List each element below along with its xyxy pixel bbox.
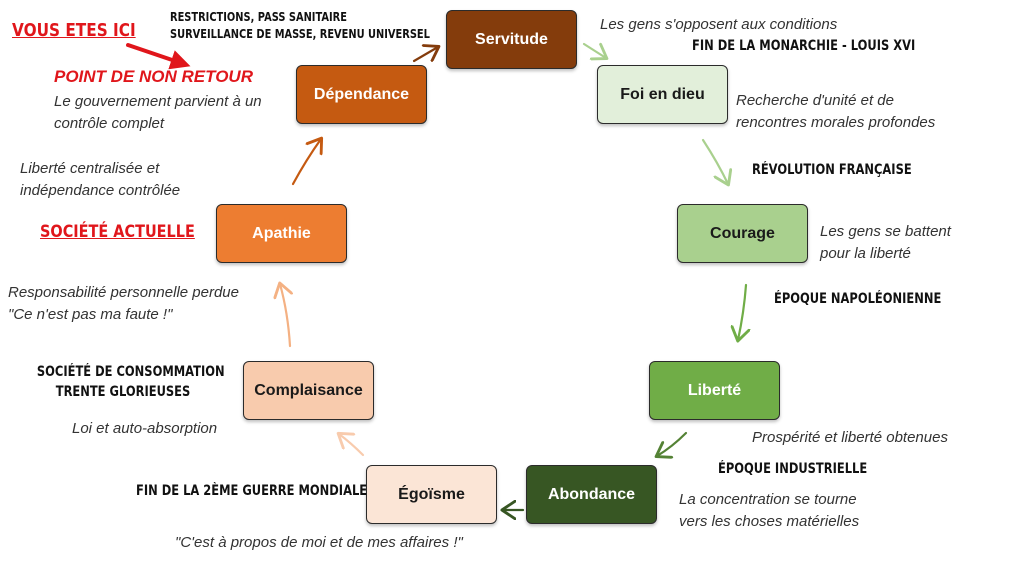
courage-description: Les gens se battent pour la liberté [820,221,951,265]
node-courage-label: Courage [710,224,775,242]
arrow-liberte-to-abondance [657,431,688,456]
top-conditions-line-2: SURVEILLANCE DE MASSE, REVENU UNIVERSEL [170,27,430,41]
complaisance-era-line-1: SOCIÉTÉ DE CONSOMMATION [36,364,225,380]
foi-description-line-1: Recherche d'unité et de [736,92,894,109]
complaisance-era: SOCIÉTÉ DE CONSOMMATION TRENTE GLORIEUSE… [36,362,225,402]
apathie-description-line-2: "Ce n'est pas ma faute !" [8,306,173,323]
apathie-secondary-line-1: Liberté centralisée et [20,160,160,177]
point-de-non-retour-label: POINT DE NON RETOUR [54,67,253,86]
arrow-servitude-to-foi [582,44,606,58]
servitude-era: FIN DE LA MONARCHIE - LOUIS XVI [692,38,916,54]
dependance-description-line-2: contrôle complet [54,115,165,132]
node-liberte: Liberté [649,361,780,420]
foi-era: RÉVOLUTION FRANÇAISE [752,162,912,178]
courage-description-line-1: Les gens se battent [820,223,951,240]
node-servitude: Servitude [446,10,577,69]
societe-actuelle-label: SOCIÉTÉ ACTUELLE [40,222,195,242]
node-abondance: Abondance [526,465,657,524]
abondance-description: La concentration se tourne vers les chos… [679,489,859,533]
node-dependance: Dépendance [296,65,427,124]
node-servitude-label: Servitude [475,30,548,48]
vous-etes-ici-label: VOUS ETES ICI [12,20,136,41]
node-courage: Courage [677,204,808,263]
complaisance-description: Loi et auto-absorption [72,420,218,437]
arrow-courage-to-liberte [738,283,746,340]
node-abondance-label: Abondance [547,485,636,503]
arrow-complaisance-to-apathie [280,284,290,348]
top-conditions: RESTRICTIONS, PASS SANITAIRE SURVEILLANC… [170,9,430,43]
node-dependance-label: Dépendance [313,85,410,103]
node-complaisance: Complaisance [243,361,374,420]
pointer-arrow [126,43,191,70]
arrow-apathie-to-dependance [291,139,321,186]
abondance-description-line-2: vers les choses matérielles [679,513,860,530]
node-liberte-label: Liberté [687,381,742,399]
arrow-foi-to-courage [701,138,728,184]
egoisme-description: "C'est à propos de moi et de mes affaire… [175,534,463,551]
foi-description: Recherche d'unité et de rencontres moral… [736,90,935,134]
egoisme-era: FIN DE LA 2ÈME GUERRE MONDIALE [136,483,368,499]
node-egoisme: Égoïsme [366,465,497,524]
node-foi-label: Foi en dieu [620,85,705,103]
courage-description-line-2: pour la liberté [820,245,911,262]
apathie-description: Responsabilité personnelle perdue "Ce n'… [8,282,239,326]
dependance-description: Le gouvernement parvient à un contrôle c… [54,91,262,135]
top-conditions-line-1: RESTRICTIONS, PASS SANITAIRE [170,10,347,24]
arrow-dependance-to-servitude [412,47,438,61]
servitude-description: Les gens s'opposent aux conditions [600,16,838,33]
apathie-secondary-line-2: indépendance contrôlée [20,182,181,199]
complaisance-era-line-2: TRENTE GLORIEUSES [55,384,191,400]
arrow-egoisme-to-complaisance [339,434,365,457]
liberte-description: Prospérité et liberté obtenues [752,429,948,446]
node-egoisme-label: Égoïsme [398,485,465,503]
liberte-era: ÉPOQUE INDUSTRIELLE [718,461,868,477]
foi-description-line-2: rencontres morales profondes [736,114,936,131]
node-apathie: Apathie [216,204,347,263]
dependance-description-line-1: Le gouvernement parvient à un [54,93,262,110]
apathie-description-line-1: Responsabilité personnelle perdue [8,284,239,301]
courage-era: ÉPOQUE NAPOLÉONIENNE [774,291,942,307]
node-apathie-label: Apathie [252,224,311,242]
apathie-secondary-description: Liberté centralisée et indépendance cont… [20,158,180,202]
node-foi-en-dieu: Foi en dieu [597,65,728,124]
node-complaisance-label: Complaisance [254,381,363,399]
abondance-description-line-1: La concentration se tourne [679,491,857,508]
